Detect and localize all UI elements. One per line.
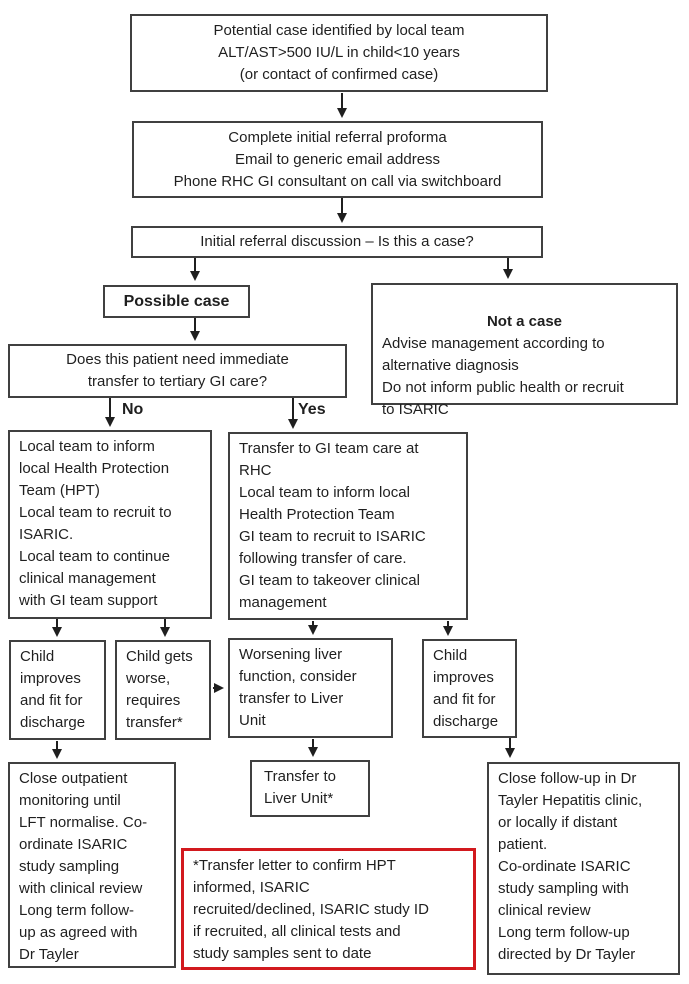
node-child-gets-worse: Child gets worse, requires transfer*	[115, 640, 211, 740]
branch-label-no: No	[122, 401, 144, 418]
node-transfer-letter-note: *Transfer letter to confirm HPT informed…	[181, 848, 476, 970]
node-referral-proforma: Complete initial referral proforma Email…	[132, 121, 543, 198]
node-transfer-question: Does this patient need immediate transfe…	[8, 344, 347, 398]
node-possible-case: Possible case	[103, 285, 250, 318]
node-potential-case: Potential case identified by local team …	[130, 14, 548, 92]
node-close-outpatient: Close outpatient monitoring until LFT no…	[8, 762, 176, 968]
node-not-a-case-title: Not a case	[486, 313, 563, 330]
node-not-a-case-body: Advise management according to alternati…	[382, 335, 624, 418]
node-referral-discussion: Initial referral discussion – Is this a …	[131, 226, 543, 258]
branch-label-yes: Yes	[298, 401, 326, 418]
node-gi-team-pathway: Transfer to GI team care at RHC Local te…	[228, 432, 468, 620]
node-worsening-liver: Worsening liver function, consider trans…	[228, 638, 393, 738]
node-child-improves-left: Child improves and fit for discharge	[9, 640, 106, 740]
node-child-improves-right: Child improves and fit for discharge	[422, 639, 517, 738]
node-close-followup: Close follow-up in Dr Tayler Hepatitis c…	[487, 762, 680, 975]
node-transfer-liver-unit: Transfer to Liver Unit*	[250, 760, 370, 817]
node-local-team-pathway: Local team to inform local Health Protec…	[8, 430, 212, 619]
